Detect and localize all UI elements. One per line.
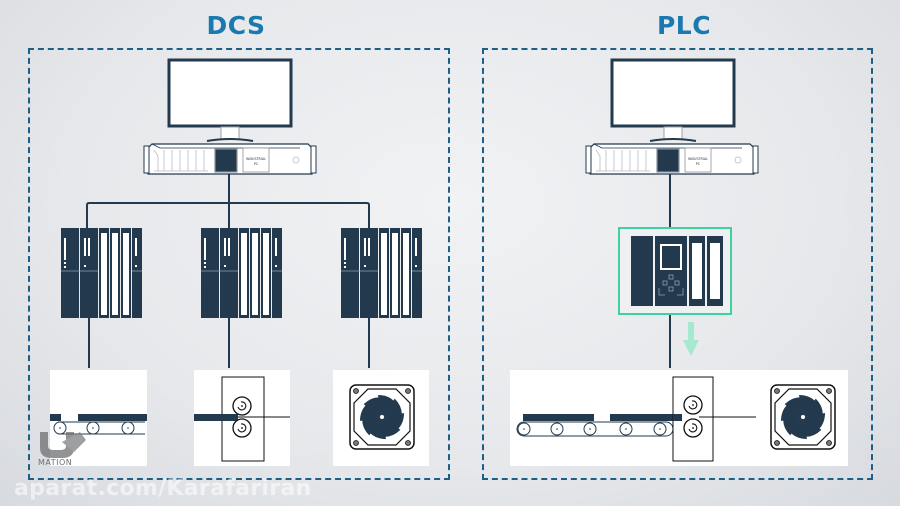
dcs-roller-press — [194, 370, 290, 466]
ipc-label-2: PC — [696, 162, 701, 166]
dcs-title: DCS — [206, 11, 266, 40]
watermark-logo-text: MATION — [38, 458, 73, 467]
plc-title: PLC — [656, 11, 712, 40]
watermark-url: aparat.com/Karafariran — [14, 476, 312, 501]
plc-field-devices — [510, 370, 848, 466]
plc-roller-press — [672, 376, 756, 462]
dcs-controller-2 — [200, 227, 283, 319]
plc-industrial-pc: INDUSTRIAL PC — [585, 143, 759, 175]
dcs-network-bus — [86, 174, 370, 368]
plc-panel — [482, 48, 873, 480]
upmation-logo-icon — [40, 432, 86, 458]
plc-monitor — [610, 58, 736, 143]
plc-fan — [770, 384, 836, 450]
ipc-label-1: INDUSTRIAL — [246, 157, 266, 161]
dcs-industrial-pc: INDUSTRIAL PC — [143, 143, 317, 175]
dcs-controller-3 — [340, 227, 423, 319]
ipc-label-1: INDUSTRIAL — [688, 157, 708, 161]
plc-signal-arrow — [683, 322, 699, 356]
dcs-workstation: INDUSTRIAL PC — [143, 58, 317, 175]
dcs-monitor — [167, 58, 293, 143]
plc-controller — [618, 227, 732, 315]
dcs-fan — [333, 370, 429, 466]
dcs-panel — [28, 48, 450, 480]
dcs-controller-1 — [60, 227, 143, 319]
ipc-label-2: PC — [254, 162, 259, 166]
plc-workstation: INDUSTRIAL PC — [585, 58, 759, 175]
